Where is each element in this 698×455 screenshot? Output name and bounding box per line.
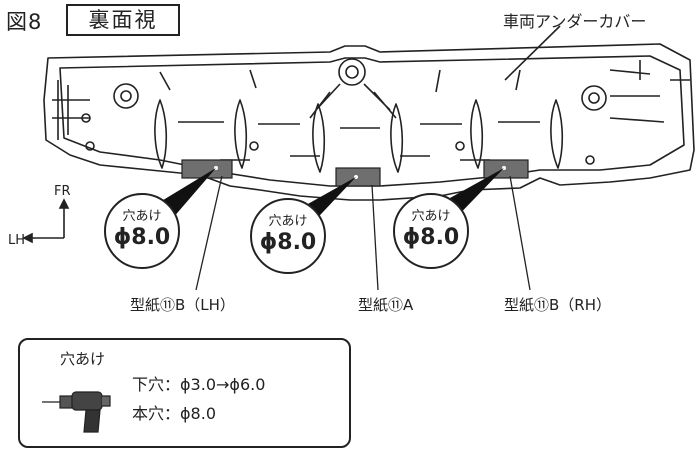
left-direction-label: LH (8, 233, 26, 248)
template-label-right: 型紙⑪B（RH） (504, 296, 611, 314)
callout-drill-text: 穴あけ (268, 214, 308, 229)
callout-hole-size: ϕ8.0 (402, 225, 460, 250)
main-hole-spec: 本穴：ϕ8.0 (132, 404, 217, 423)
drilling-info-box: 穴あけ 下穴：ϕ3.0→ϕ6.0 本穴：ϕ8.0 (18, 338, 351, 448)
drill-hole-callout: 穴あけ ϕ8.0 (250, 198, 326, 274)
drill-icon (42, 391, 111, 433)
callout-drill-text: 穴あけ (122, 209, 162, 224)
under-cover-label: 車両アンダーカバー (503, 12, 647, 31)
template-label-center: 型紙⑪A (358, 296, 414, 314)
drill-hole-callout: 穴あけ ϕ8.0 (104, 193, 180, 269)
callout-hole-size: ϕ8.0 (113, 225, 171, 250)
drill-hole-callout: 穴あけ ϕ8.0 (393, 193, 469, 269)
callout-drill-text: 穴あけ (411, 209, 451, 224)
view-title: 裏面視 (66, 4, 180, 36)
pilot-hole-spec: 下穴：ϕ3.0→ϕ6.0 (132, 375, 266, 394)
template-label-left: 型紙⑪B（LH） (130, 296, 235, 314)
callout-hole-size: ϕ8.0 (259, 230, 317, 255)
front-direction-label: FR (54, 184, 71, 199)
figure-number: 図8 (6, 10, 43, 34)
info-title: 穴あけ (60, 350, 106, 368)
